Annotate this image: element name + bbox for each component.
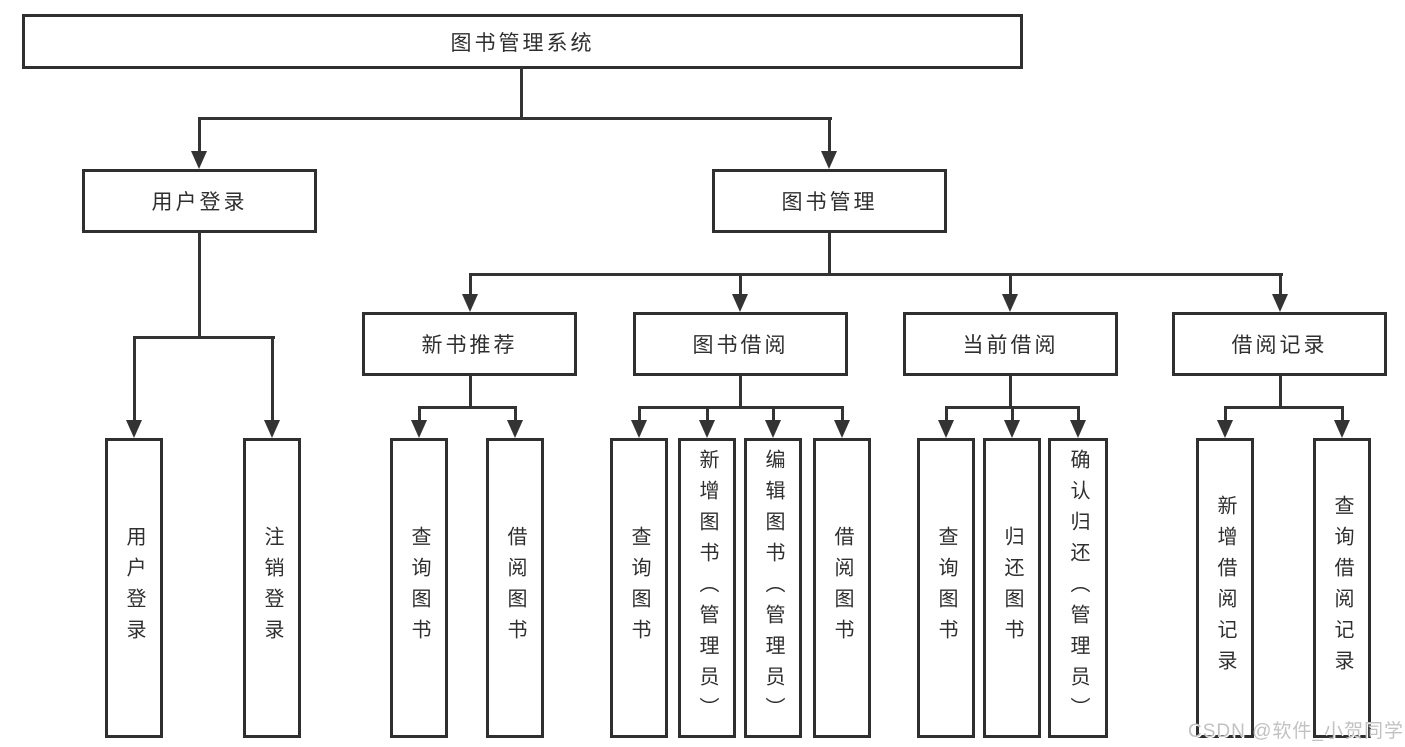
leaf-records-query-borrow-record-label: 查询借阅记录 <box>1331 495 1353 681</box>
node-current-borrowing: 当前借阅 <box>903 312 1118 376</box>
connector-line <box>514 408 517 422</box>
connector-line <box>739 275 742 296</box>
watermark: CSDN @软件_小贺同学 <box>1188 721 1404 742</box>
connector-line <box>133 336 275 339</box>
node-library-management-system: 图书管理系统 <box>22 14 1023 69</box>
connector-line <box>1224 408 1227 422</box>
connector-line <box>1224 406 1344 409</box>
connector-line <box>469 273 1283 276</box>
leaf-logout-login: 注销登录 <box>243 438 301 738</box>
leaf-borrowing-borrow-books-label: 借阅图书 <box>831 526 853 650</box>
connector-line <box>945 408 948 422</box>
leaf-borrowing-add-books-admin: 新增图书（管理员） <box>678 438 736 738</box>
arrow-down-icon <box>126 420 142 438</box>
arrow-down-icon <box>1217 420 1233 438</box>
connector-line <box>945 406 1080 409</box>
connector-line <box>418 408 421 422</box>
connector-line <box>418 406 517 409</box>
leaf-borrowing-edit-books-admin: 编辑图书（管理员） <box>744 438 802 738</box>
leaf-current-return-books-label: 归还图书 <box>1001 526 1023 650</box>
connector-line <box>828 232 831 275</box>
node-borrowing-records: 借阅记录 <box>1172 312 1387 376</box>
arrow-down-icon <box>699 420 715 438</box>
arrow-down-icon <box>631 420 647 438</box>
arrow-down-icon <box>507 420 523 438</box>
connector-line <box>739 375 742 408</box>
connector-line <box>1341 408 1344 422</box>
arrow-down-icon <box>821 151 837 169</box>
leaf-newbook-query-books-label: 查询图书 <box>408 526 430 650</box>
connector-line <box>706 408 709 422</box>
node-book-borrowing: 图书借阅 <box>633 312 848 376</box>
connector-line <box>1011 408 1014 422</box>
connector-line <box>1077 408 1080 422</box>
connector-line <box>271 338 274 422</box>
arrow-down-icon <box>191 151 207 169</box>
arrow-down-icon <box>1002 294 1018 312</box>
leaf-current-confirm-return-admin: 确认归还（管理员） <box>1048 438 1108 738</box>
connector-line <box>198 232 201 337</box>
connector-line <box>638 406 844 409</box>
connector-line <box>828 119 831 153</box>
connector-line <box>469 275 472 296</box>
arrow-down-icon <box>732 294 748 312</box>
node-user-login: 用户登录 <box>82 169 317 233</box>
arrow-down-icon <box>264 420 280 438</box>
arrow-down-icon <box>765 420 781 438</box>
leaf-records-add-borrow-record-label: 新增借阅记录 <box>1214 495 1236 681</box>
leaf-newbook-query-books: 查询图书 <box>390 438 448 738</box>
arrow-down-icon <box>938 420 954 438</box>
arrow-down-icon <box>1070 420 1086 438</box>
node-new-book-recommend: 新书推荐 <box>362 312 577 376</box>
leaf-records-add-borrow-record: 新增借阅记录 <box>1196 438 1254 738</box>
leaf-current-query-books-label: 查询图书 <box>935 526 957 650</box>
leaf-newbook-borrow-books: 借阅图书 <box>486 438 544 738</box>
leaf-borrowing-add-books-admin-label: 新增图书（管理员） <box>696 448 718 728</box>
leaf-newbook-borrow-books-label: 借阅图书 <box>504 526 526 650</box>
leaf-borrowing-borrow-books: 借阅图书 <box>813 438 871 738</box>
connector-line <box>772 408 775 422</box>
connector-line <box>469 375 472 408</box>
arrow-down-icon <box>411 420 427 438</box>
leaf-current-confirm-return-admin-label: 确认归还（管理员） <box>1067 448 1089 728</box>
leaf-current-query-books: 查询图书 <box>917 438 975 738</box>
leaf-logout-login-label: 注销登录 <box>261 526 283 650</box>
arrow-down-icon <box>1004 420 1020 438</box>
leaf-user-login-label: 用户登录 <box>123 526 145 650</box>
leaf-borrowing-query-books: 查询图书 <box>610 438 668 738</box>
leaf-current-return-books: 归还图书 <box>983 438 1041 738</box>
connector-line <box>198 117 832 120</box>
leaf-user-login: 用户登录 <box>105 438 163 738</box>
connector-line <box>638 408 641 422</box>
connector-line <box>1009 275 1012 296</box>
connector-line <box>198 119 201 153</box>
connector-line <box>1279 275 1282 296</box>
connector-line <box>1009 375 1012 408</box>
arrow-down-icon <box>1272 294 1288 312</box>
node-book-management: 图书管理 <box>712 169 947 233</box>
leaf-borrowing-edit-books-admin-label: 编辑图书（管理员） <box>762 448 784 728</box>
connector-line <box>133 338 136 422</box>
leaf-records-query-borrow-record: 查询借阅记录 <box>1313 438 1371 738</box>
arrow-down-icon <box>834 420 850 438</box>
leaf-borrowing-query-books-label: 查询图书 <box>628 526 650 650</box>
connector-line <box>841 408 844 422</box>
connector-line <box>520 67 523 118</box>
arrow-down-icon <box>462 294 478 312</box>
arrow-down-icon <box>1334 420 1350 438</box>
connector-line <box>1279 375 1282 408</box>
